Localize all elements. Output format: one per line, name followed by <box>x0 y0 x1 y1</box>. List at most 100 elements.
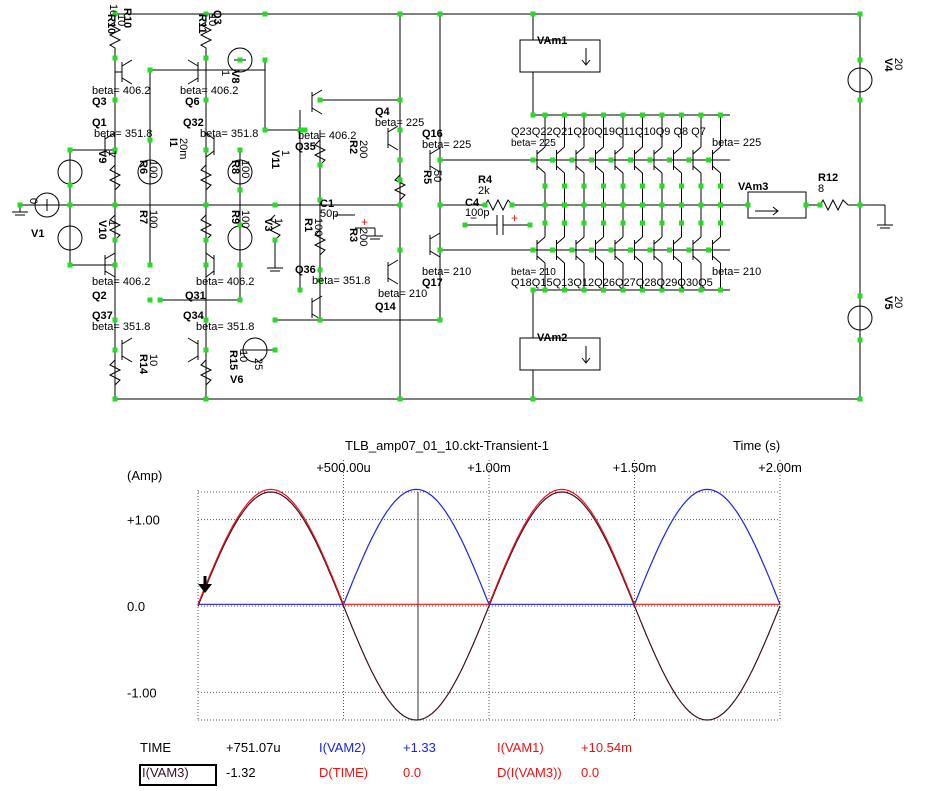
svg-text:100: 100 <box>147 160 159 178</box>
transistor-q31[interactable] <box>205 252 215 278</box>
svg-text:V8: V8 <box>229 70 241 83</box>
ammeter-vam3[interactable] <box>747 191 807 219</box>
junction-node <box>397 177 403 183</box>
readout-dtime-label: D(TIME) <box>319 765 369 780</box>
svg-text:R2: R2 <box>347 140 359 154</box>
svg-text:100: 100 <box>312 218 324 236</box>
junction-node <box>203 396 209 402</box>
junction-node <box>640 112 645 118</box>
x-tick-label: +2.00m <box>758 460 802 475</box>
svg-text:1: 1 <box>272 218 284 224</box>
junction-node <box>272 347 278 353</box>
junction-node <box>203 97 209 103</box>
source-v1[interactable] <box>34 192 60 218</box>
transistor-q4[interactable] <box>387 125 399 151</box>
junction-node <box>67 202 73 208</box>
transistor-q16[interactable] <box>429 147 441 173</box>
junction-node <box>237 57 243 63</box>
transistor-q35[interactable] <box>311 89 323 115</box>
junction-node <box>857 202 863 208</box>
svg-text:beta= 210: beta= 210 <box>378 288 427 300</box>
array-transistor-top[interactable] <box>546 115 565 205</box>
transistor-q34[interactable] <box>187 337 199 363</box>
junction-node <box>542 287 548 293</box>
junction-node <box>667 157 672 163</box>
junction-node <box>581 112 587 118</box>
source-v4[interactable] <box>847 67 873 93</box>
junction-node <box>628 157 633 163</box>
resistor-r11[interactable]: Q3 <box>199 10 223 58</box>
junction-node <box>679 202 684 208</box>
svg-text:R11: R11 <box>196 14 208 34</box>
array-transistor-bottom[interactable] <box>644 205 663 290</box>
junction-node <box>706 157 711 163</box>
ammeter-vam2[interactable] <box>519 290 601 399</box>
cursor-marker-icon[interactable] <box>198 576 212 593</box>
svg-text:−: − <box>470 211 477 225</box>
junction-node <box>562 183 567 189</box>
junction-node <box>640 183 645 189</box>
junction-node <box>112 262 118 268</box>
junction-node <box>686 157 692 163</box>
svg-text:beta= 351.8: beta= 351.8 <box>196 321 254 333</box>
svg-text:+: + <box>361 215 368 229</box>
label-q4: Q4 <box>375 106 391 118</box>
transistor-q6[interactable] <box>187 59 199 85</box>
transistor-q37[interactable] <box>121 337 133 363</box>
label-q17: Q17 <box>422 277 443 289</box>
active-trace-selector[interactable] <box>139 764 217 786</box>
junction-node <box>237 147 243 153</box>
transistor-q2[interactable] <box>104 252 116 278</box>
array-transistor-top[interactable] <box>663 115 682 205</box>
label-q2: Q2 <box>92 290 107 302</box>
array-transistor-top[interactable] <box>566 115 585 205</box>
junction-node <box>317 277 323 283</box>
array-transistor-top[interactable] <box>624 115 643 205</box>
svg-text:V10: V10 <box>96 220 108 240</box>
svg-text:20: 20 <box>892 296 904 308</box>
transistor-q17[interactable] <box>429 232 441 258</box>
label-vam2: VAm2 <box>537 332 567 344</box>
svg-text:beta= 406.2: beta= 406.2 <box>298 130 356 142</box>
label-q35: Q35 <box>295 141 316 153</box>
transistor-q14[interactable] <box>387 259 399 285</box>
junction-node <box>640 202 645 208</box>
transistor-q3[interactable] <box>115 59 133 85</box>
junction-node <box>581 202 587 208</box>
junction-node <box>530 112 536 118</box>
svg-text:beta= 351.8: beta= 351.8 <box>94 128 152 140</box>
svg-text:beta= 406.2: beta= 406.2 <box>180 85 238 97</box>
svg-text:20: 20 <box>892 58 904 70</box>
array-transistor-top[interactable] <box>585 115 604 205</box>
junction-node <box>67 182 73 188</box>
svg-text:beta= 225: beta= 225 <box>422 139 471 151</box>
svg-text:100: 100 <box>239 160 251 178</box>
label-q16: Q16 <box>422 128 443 140</box>
junction-node <box>857 396 863 402</box>
junction-node <box>659 202 665 208</box>
svg-text:10: 10 <box>237 350 249 362</box>
junction-node <box>601 183 606 189</box>
source-v10[interactable] <box>57 225 83 251</box>
ammeter-vam1[interactable] <box>519 14 601 115</box>
junction-node <box>706 247 711 253</box>
svg-text:1: 1 <box>219 70 231 76</box>
source-v11[interactable] <box>227 159 253 185</box>
transistor-q32[interactable] <box>205 132 215 158</box>
junction-node <box>397 97 403 103</box>
array-transistor-top[interactable] <box>527 115 546 205</box>
array-transistor-top[interactable] <box>683 115 702 205</box>
source-v5[interactable] <box>847 305 873 331</box>
y-tick-label: +1.00 <box>127 513 160 528</box>
junction-node <box>147 262 153 268</box>
transistor-q1[interactable] <box>104 132 116 158</box>
readout-vam2-label: I(VAM2) <box>319 740 366 755</box>
readout-vam3-value: -1.32 <box>226 765 256 780</box>
junction-node <box>203 347 209 353</box>
junction-node <box>237 222 243 228</box>
array-transistor-top[interactable] <box>644 115 663 205</box>
junction-node <box>112 97 118 103</box>
source-i1[interactable] <box>137 159 163 185</box>
junction-node <box>857 293 863 299</box>
source-v6[interactable] <box>242 337 268 363</box>
